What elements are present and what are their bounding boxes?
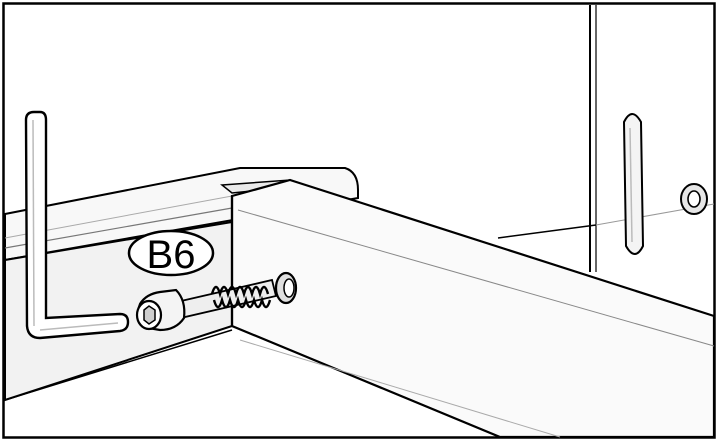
- part-callout-label: B6: [147, 233, 196, 277]
- panel-slot: [622, 113, 645, 255]
- hex-key-icon: [24, 110, 130, 340]
- cam-nut-icon: [680, 183, 708, 215]
- part-callout: B6: [127, 229, 215, 277]
- bolt-icon: [135, 271, 298, 332]
- back-wall: [497, 5, 715, 272]
- front-rail: [4, 178, 716, 439]
